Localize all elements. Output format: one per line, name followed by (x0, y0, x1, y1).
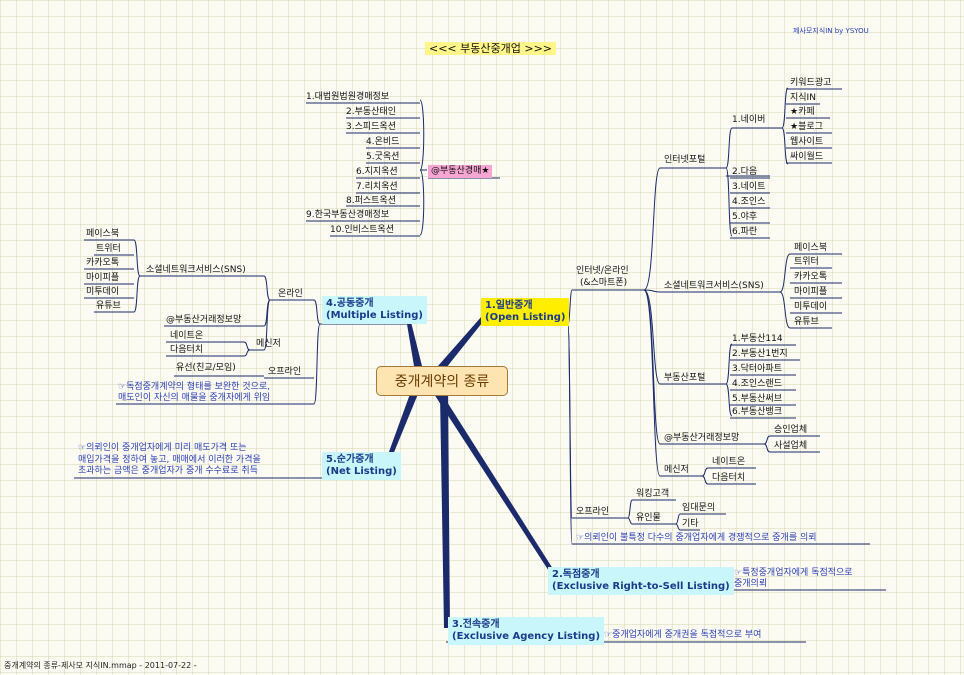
multiple-offline[interactable]: 오프라인 (268, 367, 302, 377)
auction-item[interactable]: 9.한국부동산경매정보 (306, 210, 390, 220)
portal-item[interactable]: 2.다음 (732, 167, 758, 177)
net-note: 초과하는 금액은 중개업자가 중개 수수료로 취득 (78, 466, 258, 476)
realty-item[interactable]: 5.부동산써브 (732, 394, 782, 404)
offline-item[interactable]: 유인물 (636, 513, 661, 523)
messenger-item[interactable]: 네이트온 (170, 331, 204, 341)
exclusive-sell-title: 2.독점중개 (552, 569, 600, 580)
realty-portal[interactable]: 부동산포털 (664, 373, 706, 383)
open-messenger[interactable]: 메신저 (664, 465, 689, 475)
sns-item[interactable]: 트위터 (794, 257, 819, 267)
messenger-item[interactable]: 네이트온 (712, 457, 746, 467)
sns-item[interactable]: 미투데이 (794, 302, 828, 312)
open-listing-title: 1.일반중개 (485, 300, 533, 311)
net-listing-topic[interactable]: 5.순가중개 (Net Listing) (322, 452, 401, 480)
open-online[interactable]: 인터넷/온라인 (576, 266, 629, 276)
portal-item[interactable]: 6.파란 (732, 227, 758, 237)
offline-item[interactable]: 워킹고객 (636, 489, 670, 499)
naver-item[interactable]: 웹사이트 (790, 137, 824, 147)
auction-item[interactable]: 8.퍼스트옥션 (346, 196, 396, 206)
sns-item[interactable]: 카카오톡 (794, 272, 828, 282)
flyer-item[interactable]: 임대문의 (682, 503, 716, 513)
auction-item[interactable]: 4.온비드 (366, 137, 400, 147)
open-listing-subtitle: (Open Listing) (485, 312, 566, 323)
multiple-listing-topic[interactable]: 4.공동중개 (Multiple Listing) (322, 296, 427, 324)
multiple-note: 매도인이 자신의 매물을 중개자에게 위임 (118, 393, 271, 403)
exclusive-agency-title: 3.전속중개 (452, 619, 500, 630)
sns-item[interactable]: 페이스북 (86, 229, 120, 239)
naver-item[interactable]: 지식IN (790, 93, 816, 103)
exclusive-sell-note: ☞특정중개업자에게 독점적으로 (734, 568, 853, 578)
sns-item[interactable]: 미투데이 (86, 287, 120, 297)
net-listing-subtitle: (Net Listing) (326, 466, 397, 477)
exclusive-agency-subtitle: (Exclusive Agency Listing) (452, 631, 601, 642)
realty-item[interactable]: 2.부동산1번지 (732, 349, 788, 359)
sns-item[interactable]: 마이피플 (86, 273, 120, 283)
net-note: ☞의뢰인이 중개업자에게 미리 매도가격 또는 (78, 443, 247, 453)
naver-item[interactable]: 키워드광고 (790, 78, 832, 88)
auction-item[interactable]: 7.리치옥션 (356, 182, 398, 192)
net-listing-title: 5.순가중개 (326, 454, 374, 465)
realty-item[interactable]: 3.닥터아파트 (732, 364, 782, 374)
open-network[interactable]: @부동산거래정보망 (664, 433, 740, 443)
exclusive-sell-topic[interactable]: 2.독점중개 (Exclusive Right-to-Sell Listing) (548, 567, 734, 595)
open-listing-topic[interactable]: 1.일반중개 (Open Listing) (481, 298, 570, 326)
naver-item[interactable]: ★카페 (790, 107, 815, 117)
sns-item[interactable]: 유튜브 (96, 301, 121, 311)
auction-item[interactable]: 5.굿옥션 (366, 152, 400, 162)
flyer-item[interactable]: 기타 (682, 519, 699, 529)
net-note: 매입가격을 정하여 놓고, 매매에서 이러한 가격을 (78, 455, 261, 465)
sns-item[interactable]: 페이스북 (794, 243, 828, 253)
auction-item[interactable]: 10.인비스트옥션 (330, 225, 394, 235)
sns-item[interactable]: 유튜브 (794, 317, 819, 327)
sns-item[interactable]: 카카오톡 (86, 258, 120, 268)
messenger-item[interactable]: 다음터치 (712, 473, 746, 483)
open-sns[interactable]: 소셜네트워크서비스(SNS) (664, 281, 764, 291)
realty-item[interactable]: 4.조인스랜드 (732, 379, 782, 389)
multiple-messenger[interactable]: 메신저 (256, 339, 281, 349)
multiple-listing-subtitle: (Multiple Listing) (326, 310, 423, 321)
multiple-note: ☞독점중개계약의 형태를 보완한 것으로, (118, 382, 270, 392)
exclusive-agency-topic[interactable]: 3.전속중개 (Exclusive Agency Listing) (448, 617, 605, 645)
internet-portal[interactable]: 인터넷포털 (664, 155, 706, 165)
realty-item[interactable]: 6.부동산뱅크 (732, 407, 782, 417)
messenger-item[interactable]: 다음터치 (170, 345, 204, 355)
map-title: <<< 부동산중개업 >>> (425, 42, 557, 55)
multiple-online[interactable]: 온라인 (278, 289, 303, 299)
open-online-sub: (&스마트폰) (580, 278, 628, 288)
naver-node[interactable]: 1.네이버 (732, 115, 766, 125)
sns-item[interactable]: 마이피플 (794, 287, 828, 297)
naver-item[interactable]: 싸이월드 (790, 152, 824, 162)
multiple-listing-title: 4.공동중개 (326, 298, 374, 309)
central-topic[interactable]: 중개계약의 종류 (376, 366, 508, 396)
auction-hub[interactable]: @부동산경매★ (428, 165, 493, 178)
multiple-network[interactable]: @부동산거래정보망 (166, 315, 242, 325)
open-offline[interactable]: 오프라인 (576, 507, 610, 517)
offline-item[interactable]: 유선(친교/모임) (176, 363, 236, 373)
portal-item[interactable]: 4.조인스 (732, 197, 766, 207)
auction-item[interactable]: 1.대법원법원경매정보 (306, 92, 390, 102)
network-item[interactable]: 사설업체 (774, 441, 808, 451)
multiple-sns[interactable]: 소셜네트워크서비스(SNS) (146, 265, 246, 275)
portal-item[interactable]: 3.네이트 (732, 182, 766, 192)
footer-filename: 중개계약의 종류-제사모 지식IN.mmap - 2011-07-22 - (4, 661, 197, 670)
naver-item[interactable]: ★블로그 (790, 122, 823, 132)
open-note: ☞의뢰인이 불특정 다수의 중개업자에게 경쟁적으로 중개를 의뢰 (576, 533, 817, 543)
network-item[interactable]: 승인업체 (774, 425, 808, 435)
credit-label: 제사모지식IN by YSYOU (793, 27, 869, 35)
sns-item[interactable]: 트위터 (96, 244, 121, 254)
auction-item[interactable]: 3.스피드옥션 (346, 122, 396, 132)
portal-item[interactable]: 5.야후 (732, 212, 758, 222)
auction-item[interactable]: 2.부동산태인 (346, 107, 396, 117)
exclusive-agency-note: ☞중개업자에게 중개권을 독점적으로 부여 (604, 630, 762, 640)
auction-item[interactable]: 6.지지옥션 (356, 167, 398, 177)
realty-item[interactable]: 1.부동산114 (732, 334, 783, 344)
exclusive-sell-note: 중개의뢰 (734, 579, 768, 589)
exclusive-sell-subtitle: (Exclusive Right-to-Sell Listing) (552, 581, 730, 592)
